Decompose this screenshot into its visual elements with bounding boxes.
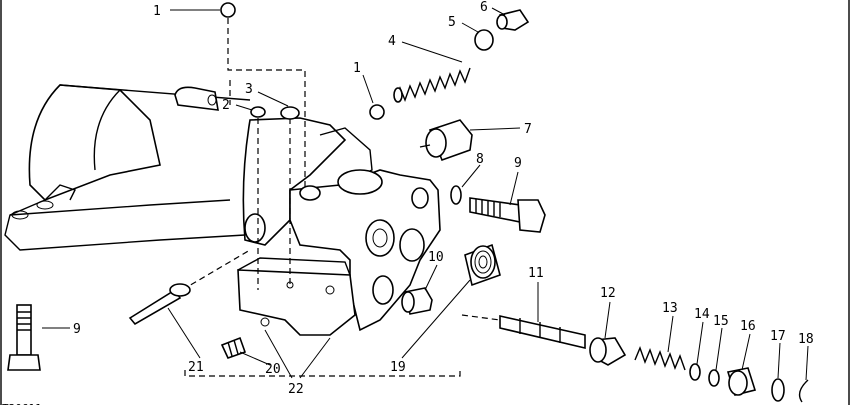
callout-19: 19: [390, 360, 406, 375]
assembly-line-21: [164, 249, 251, 301]
washer-part-3: [280, 106, 300, 120]
ball-part-1-top: [220, 2, 236, 18]
callout-12: 12: [600, 286, 616, 301]
callout-9-lower: 9: [73, 322, 81, 337]
callout-22: 22: [288, 382, 304, 397]
callout-13: 13: [662, 301, 678, 316]
cap-part-7: [419, 119, 473, 162]
ring-part-14: [689, 363, 701, 381]
callout-17: 17: [770, 329, 786, 344]
callout-5: 5: [448, 15, 456, 30]
callout-21: 21: [188, 360, 204, 375]
steering-housing: [4, 84, 441, 336]
callout-14: 14: [694, 307, 710, 322]
assembly-line-ball: [227, 18, 306, 190]
bolt-part-9: [469, 197, 546, 233]
spring-part-20: [220, 336, 247, 359]
washer-part-2: [250, 106, 266, 118]
callout-16: 16: [740, 319, 756, 334]
callout-18: 18: [798, 332, 814, 347]
o-ring-part-5: [474, 29, 494, 51]
callout-20: 20: [265, 362, 281, 377]
callout-7: 7: [524, 122, 532, 137]
piston-part-12: [589, 337, 627, 366]
callout-3: 3: [245, 82, 253, 97]
seal-part-16: [726, 367, 757, 396]
spool-part-11: [461, 314, 586, 350]
callout-11: 11: [528, 266, 544, 281]
ring-part-15: [708, 369, 720, 387]
plug-part-19: [464, 243, 501, 287]
callout-1: 1: [353, 61, 361, 76]
spring-part-13: [634, 346, 686, 371]
leader-lines: [42, 7, 809, 381]
figure-id: T20611: [2, 402, 42, 405]
stud-part-21: [128, 283, 191, 326]
ball-part-1: [369, 104, 385, 120]
callout-8: 8: [476, 152, 484, 167]
callout-6: 6: [480, 0, 488, 15]
callout-10: 10: [428, 250, 444, 265]
callout-9: 9: [514, 156, 522, 171]
callout-2: 2: [222, 98, 230, 113]
washer-part-8: [450, 185, 462, 205]
snap-ring-part-18: [798, 379, 809, 403]
bolt-part-9-lower: [7, 304, 41, 371]
fitting-part-10: [401, 287, 433, 315]
callout-15: 15: [713, 314, 729, 329]
ring-part-17: [771, 378, 785, 402]
callout-1-top: 1: [153, 4, 161, 19]
spring-part-4: [393, 67, 471, 103]
plug-part-6: [496, 9, 530, 31]
callout-4: 4: [388, 34, 396, 49]
